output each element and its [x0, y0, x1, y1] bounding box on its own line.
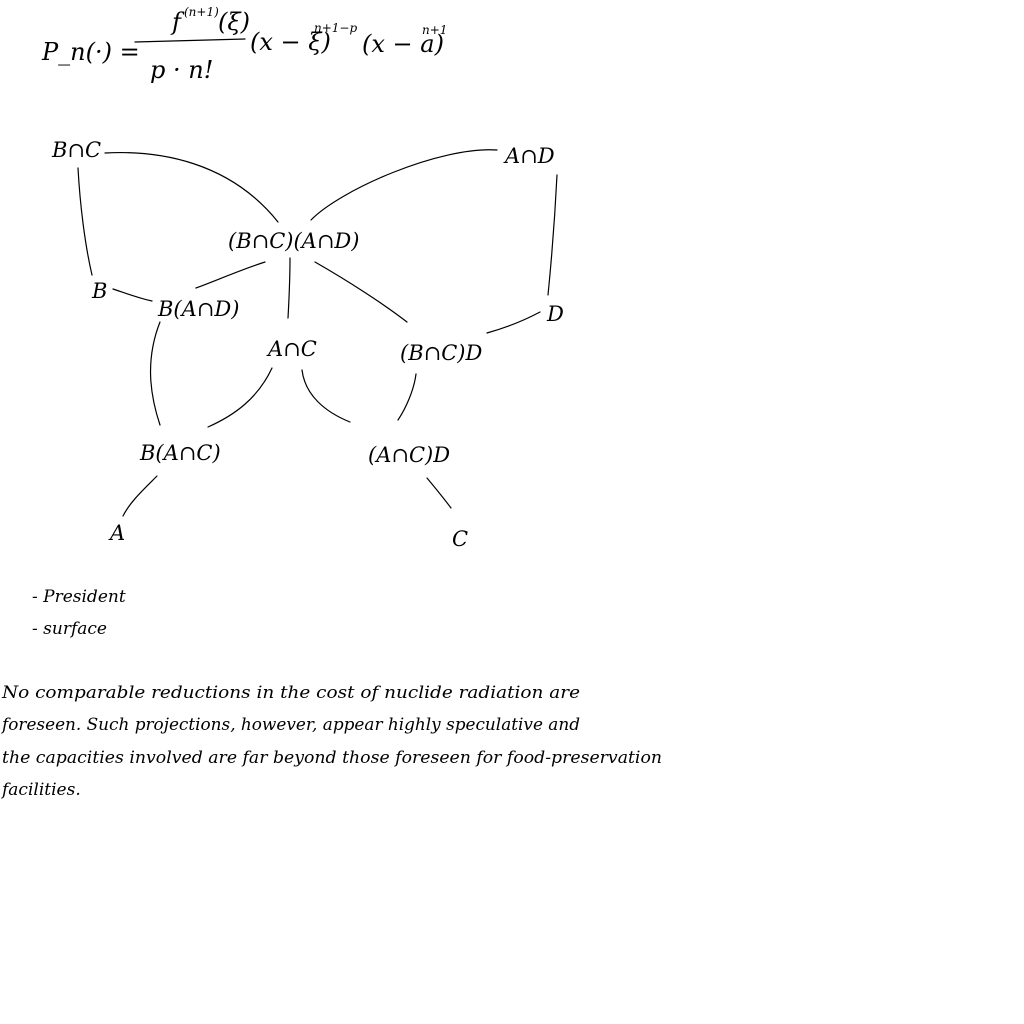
- paragraph-line: facilities.: [0, 780, 81, 800]
- formula-numerator-sup: (n+1): [184, 5, 219, 19]
- edge-center-ac: [287, 257, 291, 319]
- edge-center-bcd: [314, 261, 408, 323]
- formula-denominator: p · n!: [150, 56, 213, 84]
- node-b-cap-c-d: (B∩C)D: [400, 341, 482, 365]
- node-a-cap-c-d: (A∩C)D: [368, 443, 450, 467]
- edge-acd-c: [426, 477, 452, 509]
- edge-ad-center: [310, 149, 498, 221]
- node-a: A: [108, 521, 125, 545]
- node-c: C: [452, 527, 468, 551]
- paragraph: No comparable reductions in the cost of …: [0, 683, 662, 800]
- note-item: - President: [32, 587, 126, 607]
- note-item: - surface: [32, 619, 107, 639]
- paragraph-line: No comparable reductions in the cost of …: [1, 683, 580, 703]
- edge-d-bcd: [486, 311, 541, 334]
- formula-factor-1-sup: n+1−p: [314, 21, 357, 35]
- node-a-cap-c: A∩C: [266, 337, 317, 361]
- edge-ac-bac: [207, 367, 273, 428]
- node-b: B: [91, 279, 107, 303]
- node-a-cap-d: A∩D: [503, 144, 555, 168]
- node-b-cap-c: B∩C: [51, 138, 101, 162]
- formula-numerator-tail: (ξ): [218, 8, 250, 36]
- formula-numerator-main: f: [170, 8, 185, 36]
- edge-ad-d: [547, 174, 558, 296]
- formula-fraction-bar: [134, 38, 246, 43]
- edge-ba-d-bac: [149, 321, 161, 426]
- edge-center-ba-d: [195, 261, 266, 289]
- node-b-a-cap-c: B(A∩C): [139, 441, 221, 465]
- formula: P_n(·) = f (n+1) (ξ) p · n! (x − ξ) n+1−…: [41, 5, 447, 84]
- node-d: D: [546, 302, 564, 326]
- edge-bcd-acd: [397, 373, 417, 421]
- formula-lhs: P_n(·) =: [41, 38, 140, 66]
- paragraph-line: the capacities involved are far beyond t…: [2, 748, 662, 768]
- node-b-a-cap-d: B(A∩D): [157, 297, 239, 321]
- edge-b-ba-d: [112, 288, 153, 302]
- formula-factor-2: (x − a): [362, 30, 444, 58]
- node-center: (B∩C)(A∩D): [228, 229, 359, 253]
- formula-factor-2-sup: n+1: [422, 23, 447, 37]
- diagram-nodes: B∩C A∩D (B∩C)(A∩D) B B(A∩D) D A∩C (B∩C)D…: [51, 138, 564, 551]
- edge-bc-b: [77, 167, 93, 276]
- diagram-edges: [77, 149, 558, 517]
- formula-factor-1: (x − ξ): [250, 28, 331, 56]
- edge-ac-acd: [301, 369, 351, 423]
- paragraph-line: foreseen. Such projections, however, app…: [0, 715, 580, 735]
- edge-bc-center: [104, 152, 279, 223]
- notes-list: - President - surface: [32, 587, 126, 639]
- edge-bac-a: [122, 475, 158, 517]
